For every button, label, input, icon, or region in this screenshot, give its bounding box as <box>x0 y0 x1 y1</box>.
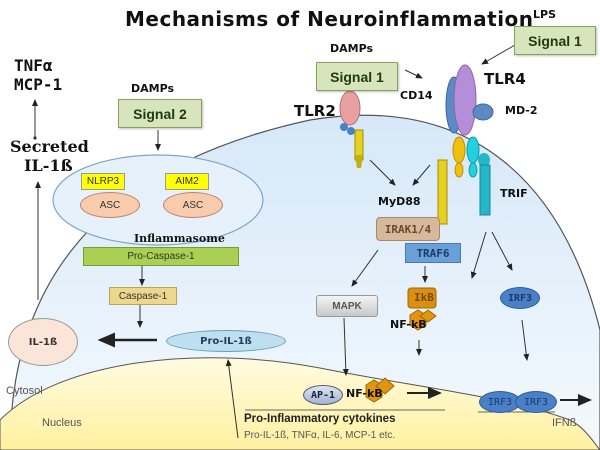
cytosol-label: Cytosol <box>6 385 43 397</box>
md2-label: MD-2 <box>505 104 538 117</box>
tlr4-tm-teal-b <box>468 162 478 178</box>
irf3-cytosol: IRF3 <box>500 287 540 309</box>
nucleus-label: Nucleus <box>42 417 82 429</box>
trif-label: TRIF <box>500 187 528 200</box>
nfkb-nucleus-shapes <box>365 377 395 403</box>
arrow-irf3-nucleus <box>521 319 530 361</box>
signal1-damps-source: DAMPs <box>330 42 374 55</box>
nlrp3-box: NLRP3 <box>81 173 125 190</box>
nfkb-cytosol-label: NF-kB <box>390 318 427 331</box>
il1b-mature: IL-1ß <box>8 318 78 366</box>
inflammasome-label: Inflammasome <box>134 232 225 245</box>
tlr2-stalk-1 <box>340 123 348 131</box>
aim2-box: AIM2 <box>165 173 209 190</box>
tlr4-tir-myd88 <box>437 159 448 225</box>
pro-il1b: Pro-IL-1ß <box>166 330 286 352</box>
tlr4-tm-teal <box>466 136 480 164</box>
arrow-lps-tlr4 <box>481 44 516 65</box>
irf3-dimer-b: IRF3 <box>515 391 557 413</box>
secreted-mcp1: MCP-1 <box>14 75 63 94</box>
trif-body <box>479 164 491 216</box>
tlr2-label: TLR2 <box>294 102 336 120</box>
secreted-tnfa: TNFα <box>14 56 53 75</box>
irf3-dimer-a: IRF3 <box>479 391 521 413</box>
pro-caspase-1-box: Pro-Caspase-1 <box>83 247 239 266</box>
arrow-tlr4-myd88 <box>412 164 431 186</box>
caspase-1-box: Caspase-1 <box>109 287 177 305</box>
arrow-trif-irf3 <box>491 231 513 271</box>
asc-left: ASC <box>80 192 140 218</box>
arrow-trif-left <box>470 231 487 279</box>
ap1: AP-1 <box>303 385 343 405</box>
arrow-tlr2-myd88 <box>369 159 396 186</box>
tlr4-tm-orange-b <box>454 162 464 178</box>
arrow-nucleus-to-proil1b <box>225 359 239 439</box>
signal2-source: DAMPs <box>131 82 175 95</box>
nfkb-cytosol-shapes <box>407 287 437 331</box>
cd14-label: CD14 <box>400 89 433 102</box>
md2 <box>472 103 494 121</box>
tlr4-label: TLR4 <box>484 70 526 88</box>
pro-inflammatory-heading: Pro-Inflammatory cytokines <box>244 413 396 425</box>
tlr2-ectodomain <box>339 90 361 126</box>
arrow-mapk-nucleus <box>342 317 349 376</box>
traf6-box: TRAF6 <box>405 243 461 263</box>
mapk-box: MAPK <box>316 295 378 317</box>
signal1-lps-source: LPS <box>533 8 556 21</box>
tlr4-tm-orange <box>452 136 466 164</box>
myd88-label: MyD88 <box>378 195 421 208</box>
arrow-signal1-cd14 <box>404 69 423 79</box>
secreted-label: Secreted <box>10 137 89 156</box>
secreted-il1b: IL-1ß <box>24 156 73 175</box>
irak14-box: IRAK1/4 <box>376 217 440 241</box>
signal1-damps-box: Signal 1 <box>316 62 398 91</box>
ikb-label: IkB <box>414 291 434 304</box>
arrow-irak-mapk <box>351 249 379 287</box>
tlr4-ectodomain <box>453 64 477 136</box>
asc-right: ASC <box>163 192 223 218</box>
pro-inflammatory-list: Pro-IL-1ß, TNFα, IL-6, MCP-1 etc. <box>244 430 396 441</box>
diagram-title: Mechanisms of Neuroinflammation <box>125 7 534 31</box>
signal1-lps-box: Signal 1 <box>514 26 596 55</box>
ifnb-label: IFNß <box>552 417 577 429</box>
tlr2-stalk-2 <box>347 127 355 135</box>
signal2-box: Signal 2 <box>118 99 202 128</box>
nfkb-nucleus-label: NF-kB <box>346 387 383 400</box>
